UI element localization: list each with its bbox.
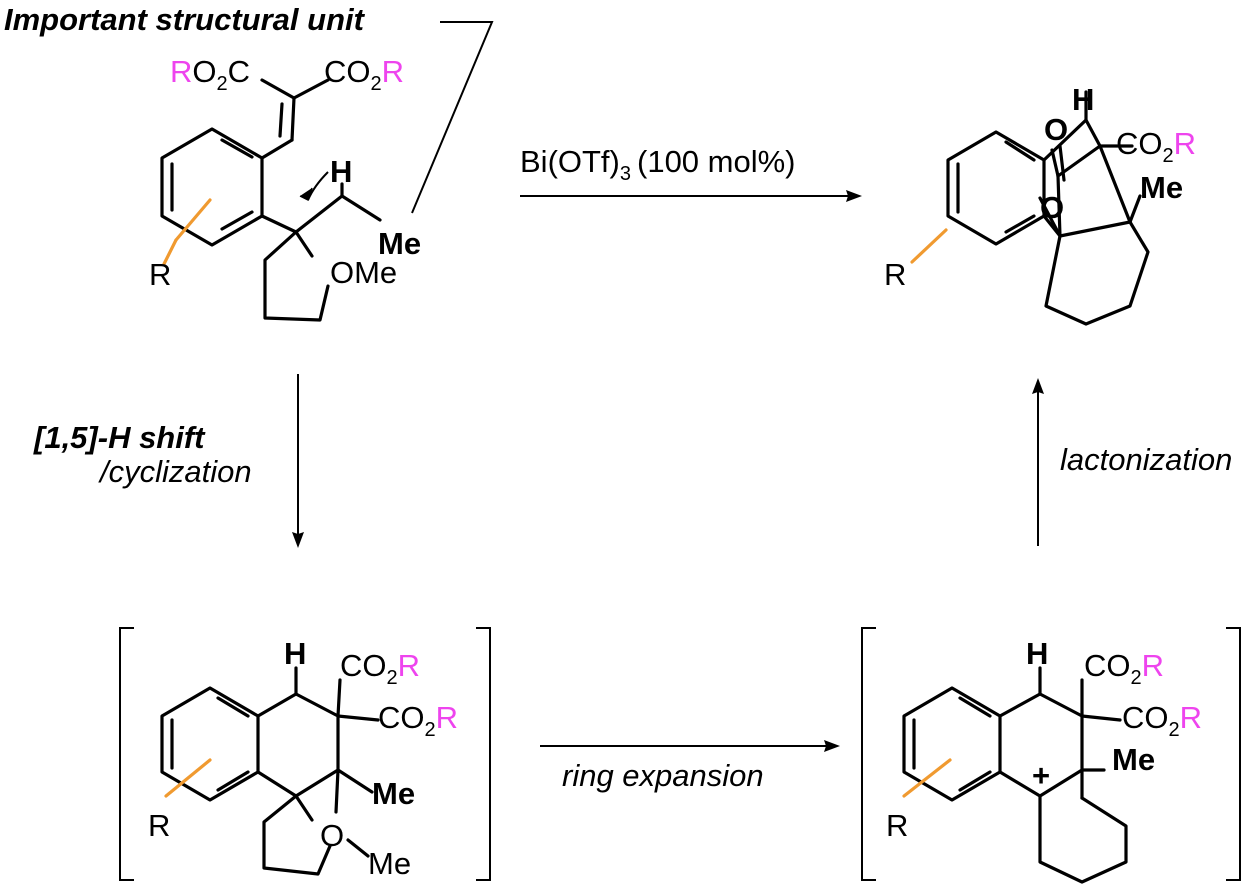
header-pointer-line bbox=[411, 21, 494, 214]
product-aryl-R: R bbox=[884, 257, 906, 292]
cyclization-label: /cyclization bbox=[98, 454, 252, 489]
sm-ester-right: CO2R bbox=[324, 54, 404, 95]
shift-label: [1,5]-H shift bbox=[33, 420, 206, 455]
sm-ome: OMe bbox=[330, 255, 397, 290]
int1-aryl-R: R bbox=[148, 808, 170, 843]
lactone-product: R H O O CO2R Me bbox=[884, 82, 1196, 326]
product-H: H bbox=[1072, 82, 1094, 117]
sm-H: H bbox=[330, 154, 352, 189]
starting-material: RO2C CO2R R OMe H Me bbox=[149, 54, 421, 322]
int2-ester-1: CO2R bbox=[1084, 648, 1164, 689]
product-Me: Me bbox=[1140, 170, 1183, 205]
bottom-arrow: ring expansion bbox=[540, 740, 840, 793]
int1-O: O bbox=[320, 818, 344, 853]
int2-ester-2: CO2R bbox=[1122, 700, 1202, 741]
int1-ester-1: CO2R bbox=[340, 648, 420, 689]
int2-H: H bbox=[1026, 636, 1048, 671]
product-ester: CO2R bbox=[1116, 126, 1196, 167]
sm-Me: Me bbox=[378, 226, 421, 261]
intermediate-2: R H CO2R CO2R Me + bbox=[861, 627, 1241, 884]
header-label: Important structural unit bbox=[4, 2, 366, 37]
top-arrow: Bi(OTf)3(100 mol%) bbox=[520, 144, 862, 202]
sm-ester-left: RO2C bbox=[170, 54, 250, 95]
product-ring-O: O bbox=[1040, 190, 1064, 225]
reagent-label: Bi(OTf)3(100 mol%) bbox=[520, 144, 796, 185]
int2-aryl-R: R bbox=[886, 808, 908, 843]
hydride-shift-arrow bbox=[307, 171, 329, 201]
left-down-arrow: [1,5]-H shift /cyclization bbox=[33, 374, 304, 548]
ring-expansion-label: ring expansion bbox=[562, 758, 764, 793]
sm-aryl-R: R bbox=[149, 257, 171, 292]
lactonization-label: lactonization bbox=[1060, 442, 1232, 477]
int1-Me-ether: Me bbox=[368, 846, 411, 881]
int1-Me: Me bbox=[372, 776, 415, 811]
int1-ester-2: CO2R bbox=[378, 700, 458, 741]
int2-cation: + bbox=[1032, 758, 1050, 793]
int2-Me: Me bbox=[1112, 742, 1155, 777]
int1-H: H bbox=[284, 636, 306, 671]
product-carbonyl-O: O bbox=[1044, 112, 1068, 147]
intermediate-1: R H CO2R CO2R Me O Me bbox=[119, 627, 491, 881]
right-up-arrow: lactonization bbox=[1032, 378, 1232, 546]
